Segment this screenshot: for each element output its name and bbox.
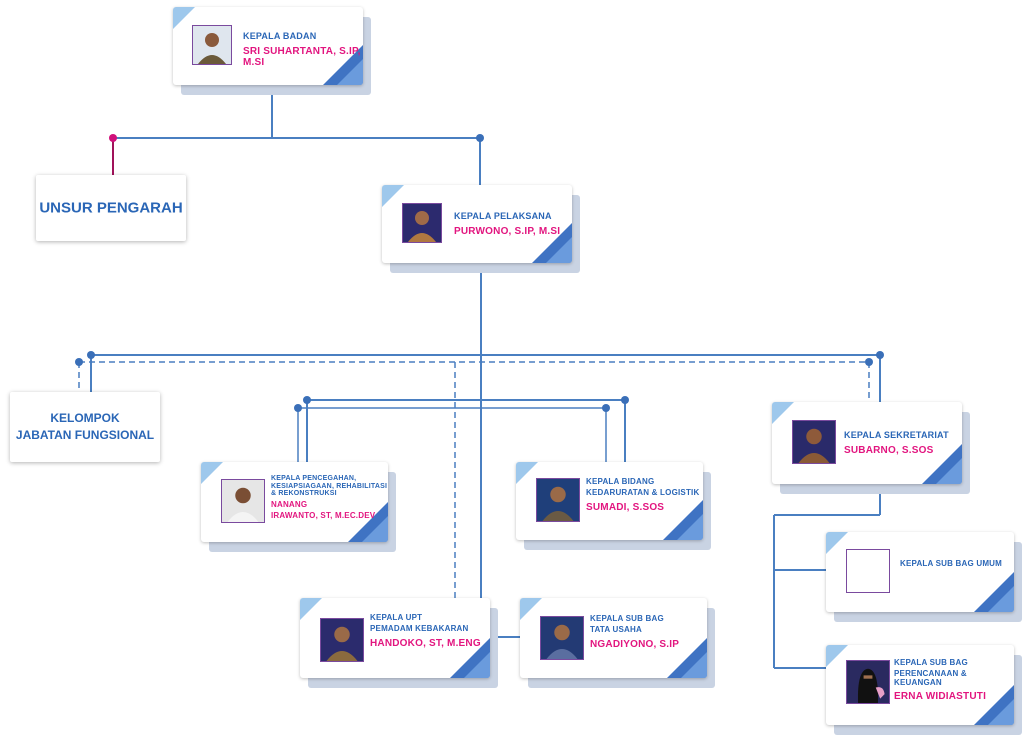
kelompok-label-line2: JABATAN FUNGSIONAL	[15, 428, 155, 442]
person-photo-icon	[221, 479, 265, 523]
person-photo-icon	[192, 25, 232, 65]
card-kepala-sekretariat[interactable]: KEPALA SEKRETARIAT SUBARNO, S.SOS	[772, 402, 970, 494]
card-kepala-pencegahan[interactable]: KEPALA PENCEGAHAN, KESIAPSIAGAAN, REHABI…	[201, 462, 396, 552]
role-label-line: PEMADAM KEBAKARAN	[370, 623, 469, 633]
role-label-line: KEPALA BIDANG	[586, 477, 655, 486]
person-photo-icon	[846, 660, 890, 704]
role-label: KEPALA BADAN	[243, 31, 317, 41]
card-kepala-umum[interactable]: KEPALA SUB BAG UMUM	[826, 532, 1022, 622]
role-label-line: PERENCANAAN & KEUANGAN	[894, 668, 967, 687]
person-name: SUMADI, S.SOS	[586, 501, 665, 513]
card-kepala-badan[interactable]: KEPALA BADAN SRI SUHARTANTA, S.IP, M.SI	[173, 7, 371, 95]
card-kepala-tata-usaha[interactable]: KEPALA SUB BAG TATA USAHA NGADIYONO, S.I…	[520, 598, 715, 688]
person-photo-icon	[540, 616, 584, 660]
person-name: HANDOKO, ST, M.ENG	[370, 637, 481, 649]
person-name: PURWONO, S.IP, M.SI	[454, 225, 561, 237]
person-name: SUBARNO, S.SOS	[844, 444, 934, 456]
role-label-line: TATA USAHA	[590, 624, 642, 634]
role-label-line: KEPALA SUB BAG	[894, 658, 968, 667]
empty-photo-placeholder	[846, 549, 890, 593]
role-label-line: & REKONSTRUKSI	[271, 490, 337, 498]
person-photo-icon	[320, 618, 364, 662]
card-kepala-kedaruratan[interactable]: KEPALA BIDANG KEDARURATAN & LOGISTIK SUM…	[516, 462, 711, 550]
role-label: KEPALA SUB BAG UMUM	[900, 559, 1003, 568]
person-photo-icon	[792, 420, 836, 464]
person-name: SRI SUHARTANTA, S.IP, M.SI	[243, 45, 361, 68]
person-photo-icon	[536, 478, 580, 522]
person-photo-icon	[402, 203, 442, 243]
person-name-line: IRAWANTO, ST, M.EC.DEV	[271, 510, 376, 520]
card-kepala-pelaksana[interactable]: KEPALA PELAKSANA PURWONO, S.IP, M.SI	[382, 185, 580, 273]
role-label: KEPALA SEKRETARIAT	[844, 430, 949, 440]
person-name: NGADIYONO, S.IP	[590, 638, 680, 650]
person-name-line: NANANG	[271, 500, 308, 510]
card-kepala-upt[interactable]: KEPALA UPT PEMADAM KEBAKARAN HANDOKO, ST…	[300, 598, 498, 688]
role-label-line: KEPALA SUB BAG	[590, 614, 664, 623]
unsur-pengarah-label: UNSUR PENGARAH	[39, 199, 183, 217]
card-kepala-perencanaan[interactable]: KEPALA SUB BAG PERENCANAAN & KEUANGAN ER…	[826, 645, 1022, 735]
person-name: ERNA WIDIASTUTI	[894, 691, 987, 703]
box-unsur-pengarah[interactable]: UNSUR PENGARAH	[36, 175, 186, 241]
role-label-line: KEDARURATAN & LOGISTIK	[586, 487, 700, 497]
role-label-line: KEPALA UPT	[370, 613, 423, 622]
kelompok-label-line1: KELOMPOK	[50, 411, 120, 426]
box-kelompok-jabatan-fungsional[interactable]: KELOMPOK JABATAN FUNGSIONAL	[10, 392, 160, 462]
role-label-line: KEPALA PENCEGAHAN,	[271, 475, 357, 482]
role-label-line: KESIAPSIAGAAN, REHABILITASI	[271, 482, 388, 490]
role-label: KEPALA PELAKSANA	[454, 211, 552, 221]
